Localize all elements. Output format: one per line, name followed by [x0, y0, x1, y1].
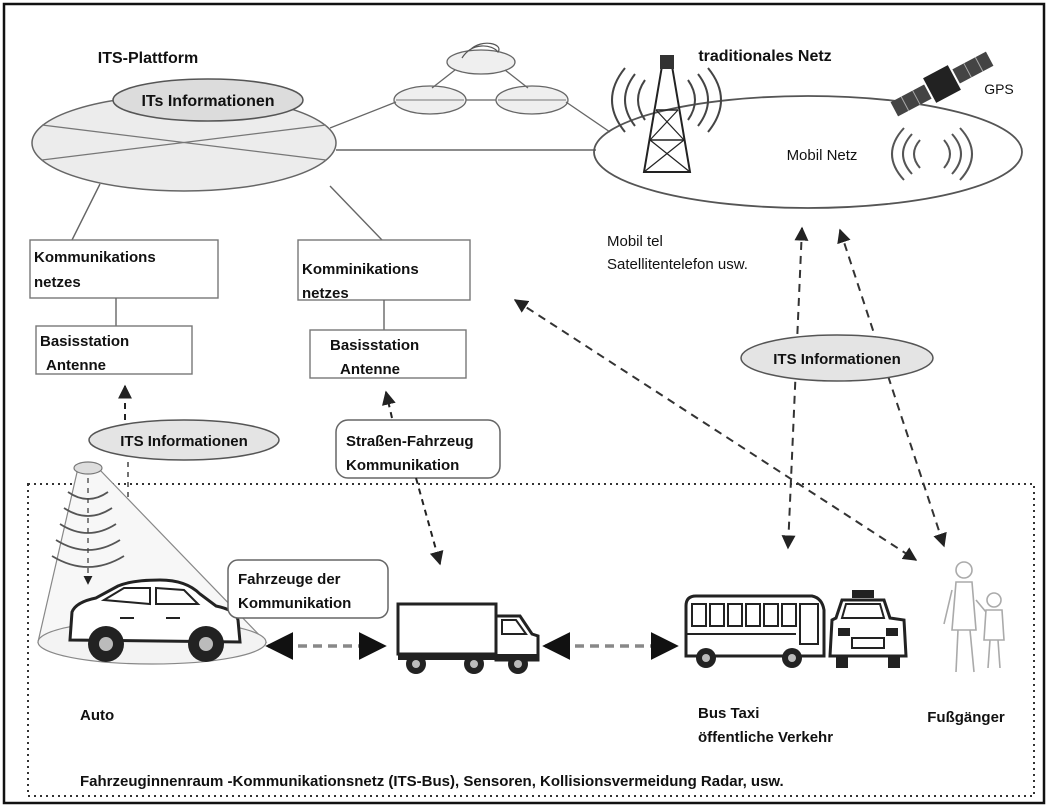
left-comm-network-box: [29, 239, 219, 299]
left-comm-line1: Kommunikations: [34, 249, 156, 266]
pedestrian-label: Fußgänger: [927, 709, 1005, 726]
left-its-info-ellipse: [88, 419, 280, 461]
left-comm-line2: netzes: [34, 274, 81, 291]
left-station-line2: Antenne: [46, 357, 106, 374]
network-bus-link: [781, 226, 809, 550]
left-its-info-label: ITS Informationen: [120, 433, 248, 450]
gps-label: GPS: [984, 81, 1014, 97]
car-label: Auto: [80, 707, 114, 724]
v2v-line2: Kommunikation: [238, 595, 351, 612]
backbone-network: [329, 42, 611, 151]
middle-comm-network-box: [297, 239, 471, 301]
middle-comm-line1: Komminikations: [302, 261, 419, 278]
devices-line2: Satellitentelefon usw.: [607, 256, 748, 273]
in-vehicle-zone: [27, 483, 1035, 797]
v2v-comm-box: [227, 559, 389, 619]
left-branch: Kommunikations netzes Basisstation Anten…: [29, 183, 280, 520]
middle-comm-line2: netzes: [302, 285, 349, 302]
bus-taxi-line2: öffentliche Verkehr: [698, 729, 833, 746]
pedestrian-icon: [943, 561, 1005, 673]
middle-station-line2: Antenne: [340, 361, 400, 378]
bus-icon: [684, 594, 826, 668]
bus-taxi-line1: Bus Taxi: [698, 705, 759, 722]
right-its-info-label: ITS Informationen: [773, 351, 901, 368]
footer-label: Fahrzeuginnenraum -Kommunikationsnetz (I…: [80, 773, 784, 790]
middle-base-station-box: [309, 329, 467, 379]
right-its-info-ellipse: [740, 334, 934, 382]
road-vehicle-comm-box: [335, 419, 501, 479]
platform-title: ITS-Plattform: [98, 50, 198, 67]
left-station-line1: Basisstation: [40, 333, 129, 350]
road-vehicle-line2: Kommunikation: [346, 457, 459, 474]
middle-branch: Komminikations netzes Basisstation Anten…: [297, 185, 501, 566]
traditional-network-title: traditionales Netz: [698, 48, 831, 65]
satellite-signal-icon: [891, 127, 973, 181]
its-platform-network: ITs Informationen ITS-Plattform: [31, 50, 337, 192]
truck-icon: [396, 602, 540, 674]
platform-info-ellipse: [112, 78, 304, 122]
mobile-network: traditionales Netz Mobil Netz: [593, 48, 1023, 273]
network-cloud-icon: [461, 42, 500, 59]
network-pedestrian-link: [837, 228, 947, 548]
left-base-station-box: [35, 325, 193, 375]
taxi-icon: [828, 590, 908, 668]
platform-info-label: ITs Informationen: [141, 93, 274, 110]
middle-station-line1: Basisstation: [330, 337, 419, 354]
satellite-icon: GPS: [890, 51, 1014, 117]
radio-tower-icon: [611, 55, 722, 173]
mobile-network-label: Mobil Netz: [787, 147, 858, 164]
right-info-links: ITS Informationen: [513, 226, 947, 561]
devices-line1: Mobil tel: [607, 233, 663, 250]
road-vehicle-line1: Straßen-Fahrzeug: [346, 433, 474, 450]
v2v-line1: Fahrzeuge der: [238, 571, 341, 588]
